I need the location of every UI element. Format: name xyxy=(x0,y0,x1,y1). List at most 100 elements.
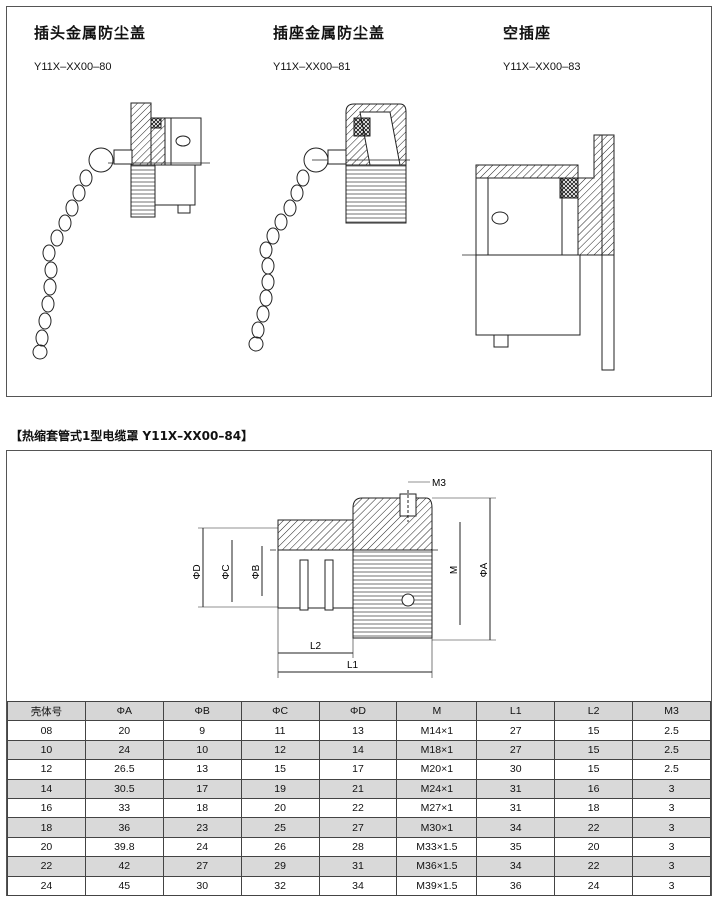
cell: M30×1 xyxy=(396,817,478,838)
cell: 3 xyxy=(632,778,711,799)
section-heading: 【热缩套管式1型电缆罩 Y11X–XX00–84】 xyxy=(10,429,254,443)
cell: 30.5 xyxy=(84,778,164,799)
cell: 13 xyxy=(162,759,242,780)
top-drawings xyxy=(32,102,615,371)
cell: M27×1 xyxy=(396,797,478,819)
cell: 34 xyxy=(476,856,556,877)
socket-cap-drawing xyxy=(248,103,410,352)
cell: 18 xyxy=(7,817,86,838)
cell: M14×1 xyxy=(396,720,478,741)
cell: 14 xyxy=(7,778,86,799)
cell: 12 xyxy=(7,759,86,780)
cell: 35 xyxy=(476,836,556,858)
cell: M20×1 xyxy=(396,759,478,780)
chain-1 xyxy=(32,169,93,360)
col-header-m: M xyxy=(396,700,478,722)
cell: 13 xyxy=(318,720,398,741)
cell: 24 xyxy=(84,739,164,761)
cell: 27 xyxy=(476,720,556,741)
product-title-plug-cap: 插头金属防尘盖 xyxy=(34,24,147,42)
cell: 10 xyxy=(7,739,86,761)
table-header-row: 壳体号 ΦA ΦB ΦC ΦD M L1 L2 M3 xyxy=(7,700,711,722)
cell: 25 xyxy=(240,817,320,838)
cell: 22 xyxy=(554,817,634,838)
cell: 31 xyxy=(476,797,556,819)
cell: 39.8 xyxy=(84,836,164,858)
cell: 19 xyxy=(240,778,320,799)
chain-2 xyxy=(248,169,310,352)
dim-label-phi-d: ΦD xyxy=(192,564,203,579)
cell: 22 xyxy=(318,797,398,819)
cell: 12 xyxy=(240,739,320,761)
product-code-empty-socket: Y11X–XX00–83 xyxy=(503,61,581,73)
dim-label-phi-b: ΦB xyxy=(251,564,262,579)
dim-label-phi-a: ΦA xyxy=(479,562,490,577)
cell: 2.5 xyxy=(632,759,711,780)
col-header-shell-size: 壳体号 xyxy=(7,700,86,722)
cell: 30 xyxy=(162,875,242,896)
dim-label-phi-c: ΦC xyxy=(221,564,232,579)
cell: 21 xyxy=(318,778,398,799)
dim-label-m3: M3 xyxy=(432,478,446,489)
cell: 16 xyxy=(7,797,86,819)
cell: 22 xyxy=(7,856,86,877)
dim-label-l1: L1 xyxy=(347,660,359,671)
col-header-phi-a: ΦA xyxy=(84,700,164,722)
product-title-socket-cap: 插座金属防尘盖 xyxy=(273,24,386,42)
col-header-phi-b: ΦB xyxy=(162,700,242,722)
product-title-empty-socket: 空插座 xyxy=(503,24,552,42)
col-header-m3: M3 xyxy=(632,700,711,722)
cell: 32 xyxy=(240,875,320,896)
cell: M33×1.5 xyxy=(396,836,478,858)
cell: 24 xyxy=(554,875,634,896)
cell: 33 xyxy=(84,797,164,819)
product-code-plug-cap: Y11X–XX00–80 xyxy=(34,61,112,73)
dim-label-m: M xyxy=(449,566,460,574)
col-header-l1: L1 xyxy=(476,700,556,722)
cell: 23 xyxy=(162,817,242,838)
product-code-socket-cap: Y11X–XX00–81 xyxy=(273,61,351,73)
cell: 27 xyxy=(318,817,398,838)
cell: 31 xyxy=(476,778,556,799)
empty-socket-drawing xyxy=(462,134,615,371)
cell: 26 xyxy=(240,836,320,858)
col-header-phi-c: ΦC xyxy=(240,700,320,722)
cell: 36 xyxy=(84,817,164,838)
cell: 17 xyxy=(318,759,398,780)
cell: 34 xyxy=(476,817,556,838)
cell: M24×1 xyxy=(396,778,478,799)
cell: M36×1.5 xyxy=(396,856,478,877)
cell: 3 xyxy=(632,875,711,896)
cell: 34 xyxy=(318,875,398,896)
cell: 27 xyxy=(162,856,242,877)
cell: 42 xyxy=(84,856,164,877)
cell: 20 xyxy=(554,836,634,858)
cell: 15 xyxy=(240,759,320,780)
cell: 3 xyxy=(632,836,711,858)
cell: 14 xyxy=(318,739,398,761)
cell: 2.5 xyxy=(632,739,711,761)
cell: 31 xyxy=(318,856,398,877)
cell: 9 xyxy=(162,720,242,741)
cell: M18×1 xyxy=(396,739,478,761)
cell: 3 xyxy=(632,817,711,838)
dim-label-l2: L2 xyxy=(310,641,322,652)
cell: 29 xyxy=(240,856,320,877)
plug-cap-drawing xyxy=(32,102,210,360)
col-header-phi-d: ΦD xyxy=(318,700,398,722)
cell: 18 xyxy=(162,797,242,819)
cell: 15 xyxy=(554,720,634,741)
cell: 18 xyxy=(554,797,634,819)
cell: 28 xyxy=(318,836,398,858)
cable-cover-drawing: M3 ΦD ΦC ΦB M ΦA L2 L1 xyxy=(192,478,496,678)
cell: 20 xyxy=(7,836,86,858)
